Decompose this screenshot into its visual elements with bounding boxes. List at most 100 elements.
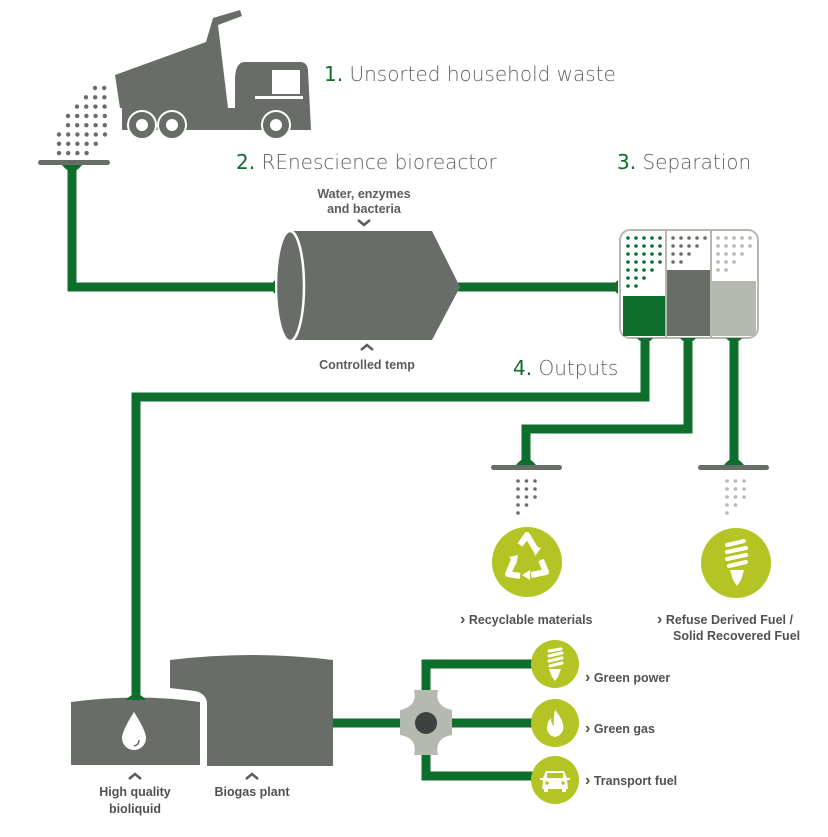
chevron-up-icon (360, 343, 374, 351)
dot (626, 244, 630, 248)
pipe-separation-to-bioliquid (131, 342, 650, 695)
dot (650, 260, 654, 264)
biogas-plant-label: Biogas plant (214, 785, 290, 799)
dot (733, 495, 738, 499)
dot (84, 132, 89, 137)
green-power-label: › Green power (585, 669, 670, 686)
chevron-down-icon (357, 219, 371, 227)
droplet-icon (122, 712, 146, 750)
dot (724, 268, 728, 272)
dot (732, 260, 736, 264)
dot (93, 113, 98, 119)
dot (93, 132, 99, 137)
dot (75, 113, 80, 119)
dump-truck-icon (115, 10, 311, 140)
transport-fuel-label: › Transport fuel (585, 772, 677, 789)
recyclables-dots (516, 479, 537, 515)
dot (695, 236, 699, 240)
step-1-title: 1. Unsorted household waste (324, 62, 616, 86)
dot (740, 236, 744, 240)
step-2-title: 2. REnescience bioreactor (236, 150, 497, 174)
dot (93, 104, 98, 109)
dot (65, 123, 71, 128)
dot (716, 260, 720, 264)
green-power-icon (531, 640, 579, 688)
dot (725, 511, 729, 515)
dot (732, 244, 736, 248)
bioreactor-input-note-line1: Water, enzymes (317, 187, 410, 201)
dot (516, 503, 520, 507)
bioreactor-input-note-line2: and bacteria (327, 202, 402, 216)
green-gas-label: › Green gas (585, 720, 655, 737)
chevron-right-icon: › (585, 720, 590, 737)
dot (642, 244, 646, 248)
dot (102, 132, 108, 137)
dot (634, 276, 638, 280)
pipe-hub-to-transport-fuel (421, 746, 535, 781)
bioreactor-tank (271, 229, 460, 343)
dot (740, 252, 744, 256)
dot (671, 244, 675, 248)
dot (516, 479, 520, 483)
dot (671, 260, 675, 264)
dot (725, 479, 729, 483)
separator-unit (613, 229, 759, 343)
dot (687, 244, 691, 248)
dot (75, 141, 80, 146)
dot (724, 260, 728, 264)
dot (66, 141, 71, 146)
dot (66, 150, 71, 156)
dot (524, 495, 529, 499)
dot (679, 252, 683, 256)
dot (516, 487, 520, 491)
dot (732, 236, 736, 240)
dot (733, 479, 738, 483)
dot (725, 487, 729, 491)
dot (658, 252, 662, 256)
dot (626, 252, 630, 256)
recycle-icon (492, 527, 562, 597)
dot (102, 85, 107, 91)
dot (724, 244, 728, 248)
dot (516, 495, 520, 499)
dot (92, 85, 98, 91)
dot (93, 95, 98, 100)
dot (626, 260, 630, 264)
dot (102, 113, 108, 119)
chevron-up-icon (245, 772, 259, 780)
recyclables-spout (491, 458, 562, 470)
dot (524, 479, 529, 483)
dot (634, 284, 638, 288)
dot (658, 260, 662, 264)
biogas-plant-tank (170, 655, 333, 766)
dot (671, 236, 675, 240)
dot (716, 244, 720, 248)
dot (725, 495, 729, 499)
dot (650, 236, 654, 240)
separator-dots (626, 236, 752, 288)
step-3-title: 3. Separation (617, 150, 751, 174)
dot (516, 511, 520, 515)
dot (642, 268, 646, 272)
dot (66, 132, 71, 137)
dot (716, 268, 720, 272)
chevron-up-icon (128, 772, 142, 780)
chevron-right-icon: › (460, 611, 465, 628)
chevron-right-icon: › (585, 772, 590, 789)
dot (533, 479, 537, 483)
dot (634, 252, 638, 256)
dot (695, 244, 699, 248)
dot (56, 141, 62, 146)
dot (724, 252, 728, 256)
dot (725, 503, 729, 507)
dot (75, 132, 80, 137)
dot (642, 252, 646, 256)
pipe-intake-to-bioreactor (67, 170, 275, 292)
dot (716, 236, 720, 240)
recyclable-materials-label: › Recyclable materials (460, 611, 593, 628)
dot (74, 104, 80, 109)
dot (650, 268, 654, 272)
bioliquid-label-line1: High quality (99, 785, 171, 799)
dot (658, 244, 662, 248)
